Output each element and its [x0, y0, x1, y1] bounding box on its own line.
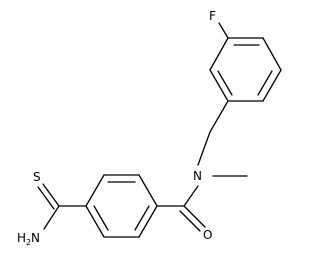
- atom-label-oxygen: O: [203, 228, 212, 242]
- bond: [257, 70, 273, 96]
- structure-canvas: F N O S H 2 N: [17, 9, 282, 247]
- molecule-structure: F N O S H 2 N: [17, 9, 282, 247]
- bond: [85, 205, 105, 238]
- benzene-ring: [85, 174, 158, 238]
- bond: [209, 69, 229, 102]
- amine-n: N: [31, 231, 40, 245]
- bond: [138, 174, 158, 207]
- bond: [218, 22, 229, 39]
- atom-label-sulfur: S: [33, 170, 41, 184]
- atom-label-amine: H 2 N: [17, 231, 40, 247]
- bond: [197, 131, 211, 166]
- bond: [183, 185, 199, 207]
- bond: [37, 186, 55, 210]
- bond: [42, 183, 60, 207]
- bond: [85, 174, 105, 207]
- bond: [262, 69, 282, 102]
- atom-label-nitrogen: N: [193, 169, 202, 183]
- bond: [93, 205, 109, 231]
- bond: [262, 37, 282, 71]
- bond: [134, 205, 150, 231]
- bond: [217, 70, 233, 96]
- bond: [209, 100, 229, 133]
- bond: [183, 205, 206, 228]
- bond: [179, 210, 201, 232]
- atom-label-fluorine: F: [209, 9, 216, 23]
- fluorophenyl-ring: [209, 37, 282, 102]
- bond: [43, 205, 60, 230]
- amine-h: H: [17, 231, 26, 245]
- bond: [209, 37, 229, 71]
- amine-subscript: 2: [26, 238, 31, 247]
- bond: [138, 205, 158, 238]
